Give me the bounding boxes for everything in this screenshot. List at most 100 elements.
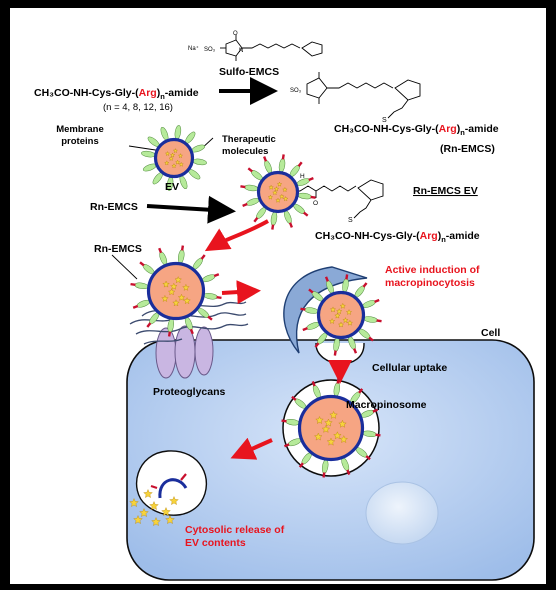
peptide-tip [240, 185, 246, 189]
peptide-tip [130, 282, 136, 287]
cargo-molecule [174, 159, 181, 165]
cargo-molecule [170, 152, 176, 158]
peptide-tip [146, 322, 152, 328]
cargo-molecule [177, 293, 186, 301]
cargo-molecule [346, 319, 353, 326]
ev-particles [130, 125, 382, 499]
released-cargo-molecule [161, 506, 171, 517]
ev-membrane [256, 170, 300, 214]
cargo-molecule [336, 308, 343, 314]
cargo-molecule [326, 437, 336, 446]
cargo-molecule [267, 194, 274, 200]
peptide-tip [333, 350, 337, 356]
ev-membrane [146, 261, 206, 321]
proteoglycans [155, 325, 214, 379]
cargo-molecule [168, 155, 174, 161]
peptide-tip [308, 288, 314, 294]
proteoglycans-label: Proteoglycans [153, 386, 226, 398]
succinimide-ring [225, 39, 243, 57]
peptide-tip [216, 295, 222, 300]
sulfo-emcs-structure [220, 35, 323, 61]
cargo-molecule [178, 161, 184, 167]
schematic-diagram: Na⁺ SO₃ O N Sulfo-EMCS SO₃ S N H O S CH₃… [34, 31, 535, 581]
peptide-tip [310, 195, 316, 199]
cargo-molecule [164, 160, 170, 166]
figure-panel: Na⁺ SO₃ O N Sulfo-EMCS SO₃ S N H O S CH₃… [10, 8, 546, 584]
rn-emcs-ev-label: Rn-EMCS EV [413, 185, 478, 197]
peptide-tip [281, 419, 287, 423]
membrane-protein [203, 293, 218, 300]
peptide-tip [297, 161, 303, 167]
released-cargo-molecule [133, 514, 143, 525]
peptide-formula: CH₃CO-NH-Cys-Gly-(Arg)n-amide [34, 87, 199, 101]
peptide-tip [303, 211, 309, 217]
membrane-protein [244, 184, 259, 192]
cargo-molecule [321, 424, 331, 433]
cargo-molecule [315, 416, 324, 424]
peptide-tip [346, 469, 351, 475]
peptide-tip [139, 261, 145, 267]
peptide-tip [253, 217, 259, 223]
maleimide-ring [357, 179, 384, 201]
ev-membrane [316, 290, 366, 340]
thioether-linker [353, 199, 372, 219]
peptide-tip [189, 328, 194, 335]
ev-rn-emcs-modified [240, 154, 316, 230]
peptide-tip [358, 388, 364, 394]
peptide-tip [242, 202, 248, 207]
linker-sulfur: S [348, 217, 353, 224]
cell-label: Cell [481, 327, 500, 339]
cargo-molecule [345, 309, 353, 315]
peptide-tip [302, 327, 308, 332]
cargo-molecule [337, 321, 345, 328]
peptide-tip [158, 247, 163, 254]
cargo-molecule [339, 435, 349, 444]
reagent-nitrogen: N [239, 48, 243, 54]
membrane-protein [174, 125, 182, 140]
peptide-tip [247, 167, 253, 173]
peptide-tip [375, 433, 381, 437]
amide-oxygen: O [313, 200, 318, 207]
released-cargo-molecule [139, 507, 149, 518]
amide-hydrogen: H [300, 173, 305, 180]
maleimide-ring [301, 41, 323, 57]
peptide-tip [365, 455, 371, 461]
cargo-molecule [272, 189, 278, 196]
release-vesicle [136, 450, 207, 516]
rn-emcs-structure [306, 72, 421, 119]
cargo-molecule [314, 432, 323, 441]
cargo-molecule [172, 148, 178, 154]
thioether-linker [387, 99, 409, 119]
cargo-molecule [329, 410, 338, 419]
cargo-molecule [164, 150, 171, 156]
membrane-protein [278, 158, 286, 173]
release-arrow [230, 437, 273, 460]
peptide-tip [368, 336, 374, 342]
cargo-molecule [276, 181, 283, 187]
reagent-oxygen: O [233, 31, 238, 37]
peptide-tip [308, 177, 314, 182]
peptide-tip [314, 342, 320, 348]
peptide-tip [213, 273, 220, 278]
cargo-molecule [167, 288, 176, 296]
cargo-molecule [342, 317, 349, 324]
cargo-molecule [282, 186, 288, 193]
peptide-tip [345, 274, 349, 280]
peptide-n-values: (n = 4, 8, 12, 16) [103, 102, 173, 113]
ev-label: EV [165, 181, 179, 193]
peptide-tip [132, 304, 139, 309]
peptide-tip [284, 443, 290, 448]
succinimide-ring [306, 77, 328, 99]
ev-fragment [150, 473, 188, 499]
membrane-protein [270, 211, 278, 226]
ev-unmodified [141, 125, 207, 191]
ev-bound-to-cell [130, 245, 222, 337]
cargo-molecule [183, 297, 191, 305]
peptide-tip [311, 381, 316, 387]
membrane-protein [141, 150, 156, 158]
reagent-name: Sulfo-EMCS [219, 66, 279, 78]
ev-membrane [297, 394, 365, 462]
cargo-molecule [273, 186, 280, 192]
